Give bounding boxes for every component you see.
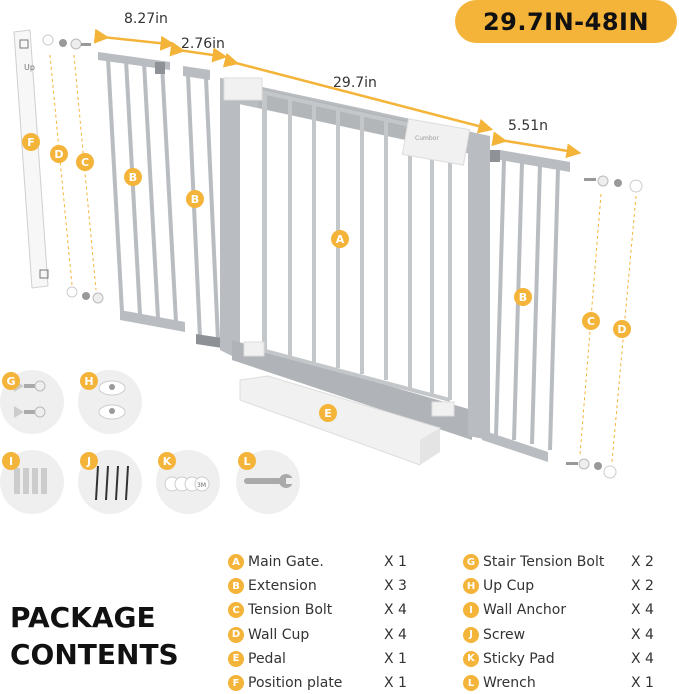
dimension-gate: 29.7in — [333, 75, 377, 91]
item-quantity: X 3 — [384, 578, 407, 595]
label-g: G — [2, 372, 20, 390]
label-i: I — [2, 452, 20, 470]
item-quantity: X 1 — [384, 554, 407, 570]
item-quantity: X 4 — [631, 602, 654, 619]
extension-small — [183, 66, 222, 348]
item-name: Main Gate. — [248, 554, 324, 570]
item-letter-badge: F — [228, 675, 244, 691]
pedal — [239, 375, 441, 466]
heading-line2: CONTENTS — [10, 638, 179, 671]
label-b-1: B — [124, 168, 142, 186]
item-name: Extension — [248, 578, 317, 595]
plate-up-text: Up — [24, 63, 35, 72]
item-quantity: X 4 — [631, 650, 654, 667]
item-name: Wall Cup — [248, 626, 310, 643]
label-c-right: C — [582, 312, 600, 330]
item-quantity: X 4 — [384, 602, 407, 619]
item-name: Tension Bolt — [248, 602, 333, 619]
item-letter-badge: C — [228, 602, 244, 619]
label-d-right: D — [613, 320, 631, 338]
sticky-pad-icon: 3M — [164, 476, 210, 492]
item-quantity: X 2 — [631, 554, 654, 570]
item-letter-badge: K — [463, 650, 479, 667]
label-j: J — [80, 452, 98, 470]
item-letter-badge: L — [463, 675, 479, 691]
item-letter-badge: A — [228, 554, 244, 570]
dimension-ext-a: 8.27in — [124, 11, 168, 27]
label-f: F — [22, 133, 40, 151]
heading-line1: PACKAGE — [10, 601, 156, 634]
item-name: Position plate — [248, 675, 343, 691]
item-name: Up Cup — [483, 578, 535, 595]
item-letter-badge: D — [228, 626, 244, 643]
item-quantity: X 4 — [384, 626, 407, 643]
label-h: H — [80, 372, 98, 390]
label-b-3: B — [514, 288, 532, 306]
item-quantity: X 4 — [631, 626, 654, 643]
dimension-ext-b: 2.76in — [181, 36, 225, 52]
extension-right — [482, 150, 570, 462]
size-range-badge: 29.7IN-48IN — [455, 0, 677, 43]
stair-bolt-icon — [14, 380, 46, 418]
dimension-arrows — [93, 28, 582, 159]
right-hardware — [566, 175, 643, 479]
item-letter-badge: H — [463, 578, 479, 595]
item-quantity: X 1 — [384, 675, 407, 691]
dimension-ext-c: 5.51n — [508, 118, 549, 134]
label-d-left: D — [50, 145, 68, 163]
label-k: K — [158, 452, 176, 470]
label-l: L — [238, 452, 256, 470]
label-e: E — [319, 404, 337, 422]
label-c-left: C — [76, 153, 94, 171]
item-letter-badge: I — [463, 602, 479, 619]
item-name: Pedal — [248, 650, 286, 667]
item-name: Wall Anchor — [483, 602, 567, 619]
label-b-2: B — [186, 190, 204, 208]
item-quantity: X 1 — [384, 650, 407, 667]
position-plate: Up — [13, 29, 49, 289]
item-letter-badge: B — [228, 578, 244, 595]
item-name: Screw — [483, 626, 526, 643]
item-name: Stair Tension Bolt — [483, 554, 605, 570]
brand-text: Cumbor — [415, 135, 439, 142]
extension-large — [98, 52, 185, 332]
wrench-icon — [244, 474, 294, 488]
item-name: Sticky Pad — [483, 650, 555, 667]
item-quantity: X 1 — [631, 675, 654, 691]
wall-anchor-icon — [14, 468, 47, 494]
item-letter-badge: E — [228, 650, 244, 667]
sticky-pad-text: 3M — [197, 482, 206, 489]
up-cup-icon — [98, 380, 126, 420]
label-a: A — [331, 230, 349, 248]
item-quantity: X 2 — [631, 578, 654, 595]
left-hardware — [42, 34, 104, 304]
item-name: Wrench — [483, 675, 536, 691]
item-letter-badge: G — [463, 554, 479, 570]
item-letter-badge: J — [463, 626, 479, 643]
screw-icon — [95, 465, 129, 501]
